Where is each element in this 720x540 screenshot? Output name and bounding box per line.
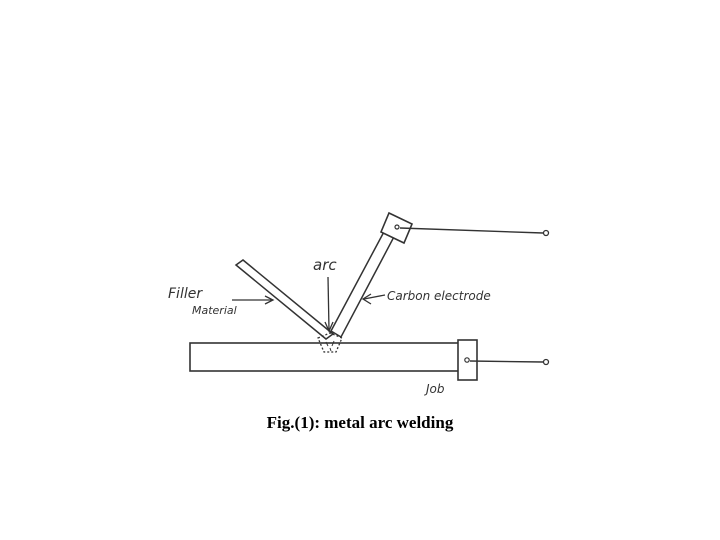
weld-pool <box>317 332 343 353</box>
electrode-wire-terminal <box>542 229 550 237</box>
label-arc: arc <box>313 256 337 274</box>
electrode-wire <box>399 227 544 234</box>
job-plate <box>189 342 469 372</box>
job-wire <box>469 360 544 363</box>
electrode-holder <box>379 211 414 245</box>
carbon-electrode <box>330 227 398 339</box>
figure-caption: Fig.(1): metal arc welding <box>266 413 454 432</box>
job-wire-terminal <box>542 358 550 366</box>
arc-leader <box>327 276 330 331</box>
electrode-arrowhead <box>361 293 372 305</box>
arc-arrowhead <box>324 321 334 333</box>
job-clamp-pin <box>464 357 470 363</box>
electrode-holder-pin <box>394 224 400 230</box>
label-job: Job <box>424 382 445 396</box>
label-filler: Filler <box>168 286 203 302</box>
job-clamp <box>457 339 478 381</box>
label-carbon-electrode: Carbon electrode <box>387 289 491 303</box>
arc-sparks <box>325 340 335 352</box>
label-material: Material <box>192 304 237 317</box>
electrode-leader <box>363 294 386 300</box>
filler-arrowhead <box>264 295 275 305</box>
